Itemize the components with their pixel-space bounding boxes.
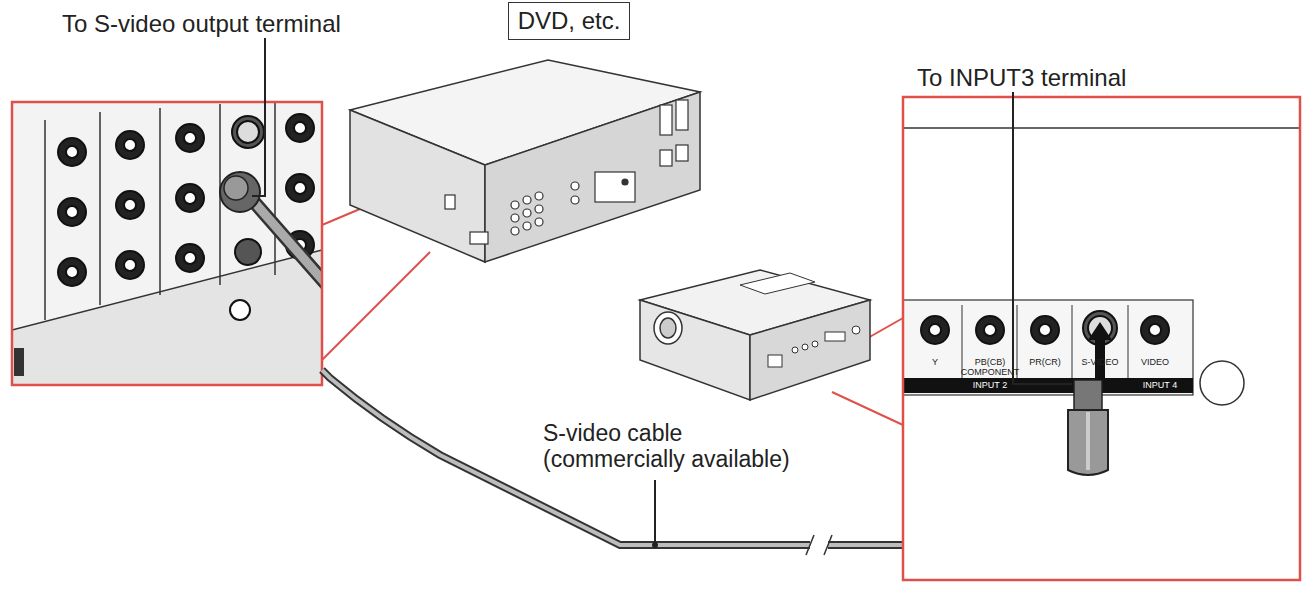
input-band-label: INPUT 2 [973,380,1007,390]
device-box: DVD, etc. [508,2,630,40]
cable-label: S-video cable (commercially available) [543,420,818,473]
projector-panel-inset [903,97,1300,580]
dvd-panel-inset [12,102,322,385]
terminal-label: PR(CR) [1029,357,1061,367]
terminal-label: S-VIDEO [1081,357,1118,367]
terminal-label: PB(CB) [975,357,1006,367]
callout-text: To INPUT3 terminal [917,64,1126,92]
callout-text: To S-video output terminal [62,10,341,38]
leader-line [252,38,1072,545]
terminal-group-label: COMPONENT [961,367,1020,377]
dvd-player [350,60,700,262]
s-video-plug [220,172,322,385]
terminal-label: VIDEO [1141,357,1169,367]
terminal-label: Y [932,357,938,367]
device-name: DVD, etc. [518,7,621,35]
leader-dot [652,542,658,548]
inset-frame [903,97,1300,580]
projector [640,270,870,400]
input-band-label: INPUT 4 [1143,380,1177,390]
inset-frame [12,102,322,385]
